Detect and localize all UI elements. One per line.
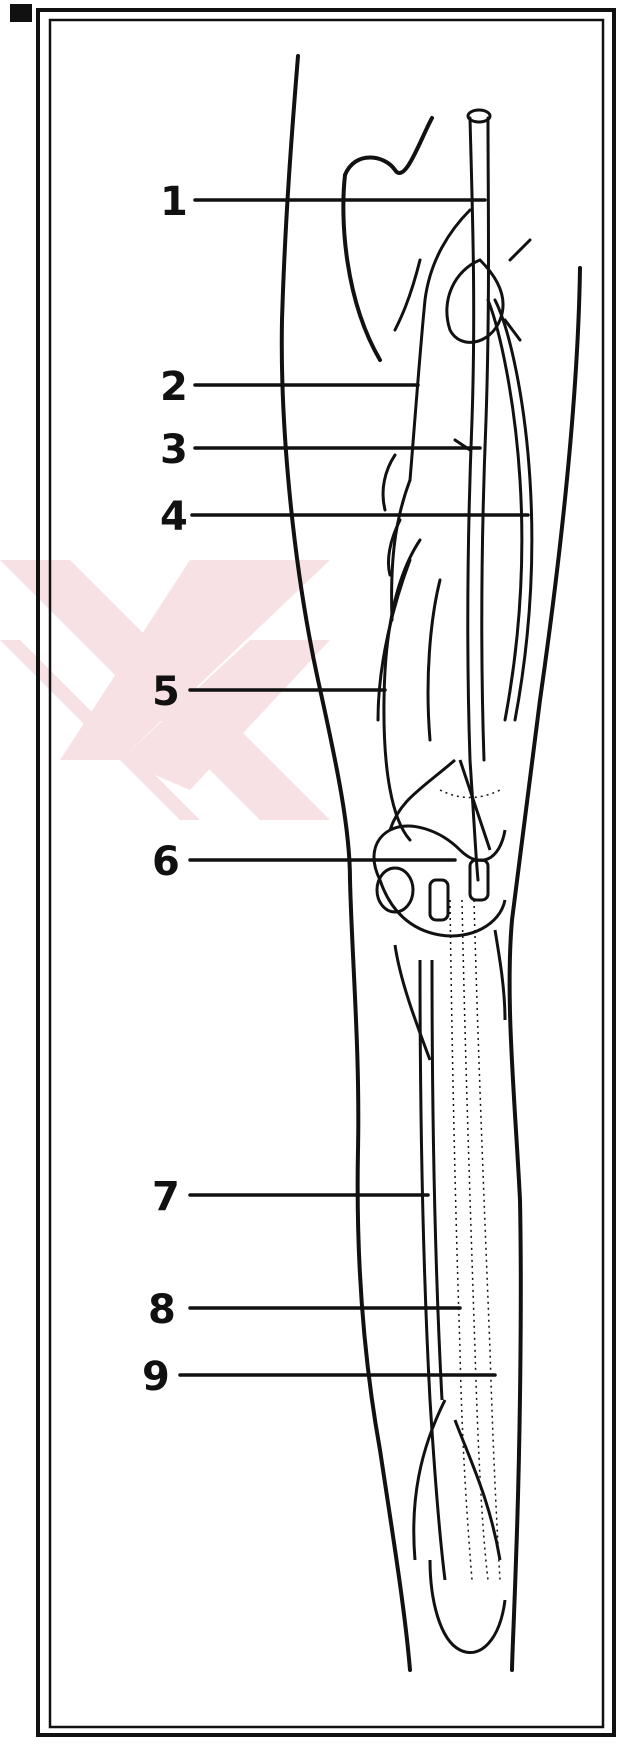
label-7: 7 (152, 1174, 180, 1220)
label-2: 2 (160, 364, 188, 410)
label-5: 5 (152, 669, 180, 715)
label-3: 3 (160, 427, 188, 473)
label-8: 8 (148, 1287, 176, 1333)
label-9: 9 (142, 1354, 170, 1400)
label-6: 6 (152, 839, 180, 885)
page-border (38, 10, 614, 1735)
label-4: 4 (160, 494, 188, 540)
femoral-vessel (378, 110, 532, 880)
label-1: 1 (160, 179, 188, 225)
corner-mark (10, 4, 32, 22)
